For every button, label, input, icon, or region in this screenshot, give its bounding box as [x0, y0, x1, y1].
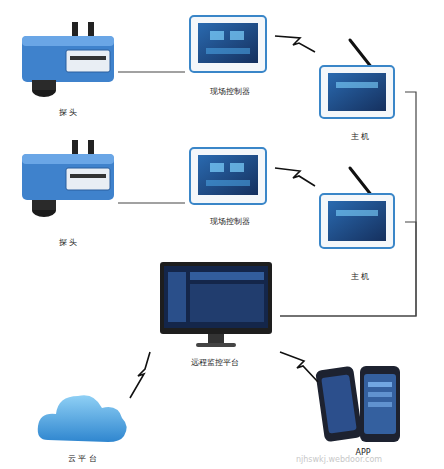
- node-label: 探 头: [18, 107, 118, 118]
- wireless-link: [275, 36, 315, 52]
- node-label: 主 机: [315, 131, 405, 142]
- device-node: 主 机: [315, 164, 405, 282]
- controller-drawing: [190, 16, 266, 72]
- wired-link: [280, 92, 416, 316]
- wireless-link: [280, 352, 318, 382]
- device-node: 远程监控平台: [150, 258, 280, 368]
- device-node: 现场控制器: [185, 12, 275, 97]
- device-node: 云 平 台: [35, 380, 130, 464]
- host-drawing: [320, 168, 394, 248]
- monitor-drawing: [160, 262, 272, 347]
- device-node: 现场控制器: [185, 145, 275, 227]
- device-node: 主 机: [315, 36, 405, 142]
- device-node: 探 头: [18, 20, 118, 118]
- phone-drawing: [315, 366, 400, 443]
- watermark: njhswkj.webdoor.com: [296, 455, 382, 464]
- wired-link: [118, 71, 185, 72]
- node-label: 现场控制器: [185, 216, 275, 227]
- wired-link: [280, 222, 416, 316]
- device-node: 探 头: [18, 138, 118, 248]
- host-drawing: [320, 40, 394, 118]
- node-label: 云 平 台: [35, 453, 130, 464]
- cloud-drawing: [38, 395, 127, 442]
- wireless-link: [130, 352, 150, 398]
- controller-drawing: [190, 148, 266, 204]
- wireless-link: [275, 168, 315, 186]
- wired-link: [118, 202, 185, 203]
- node-label: 主 机: [315, 271, 405, 282]
- device-node: APP: [318, 362, 408, 458]
- node-label: 探 头: [18, 237, 118, 248]
- probe-drawing: [22, 140, 114, 217]
- probe-drawing: [22, 22, 114, 97]
- node-label: 远程监控平台: [150, 357, 280, 368]
- node-label: 现场控制器: [185, 86, 275, 97]
